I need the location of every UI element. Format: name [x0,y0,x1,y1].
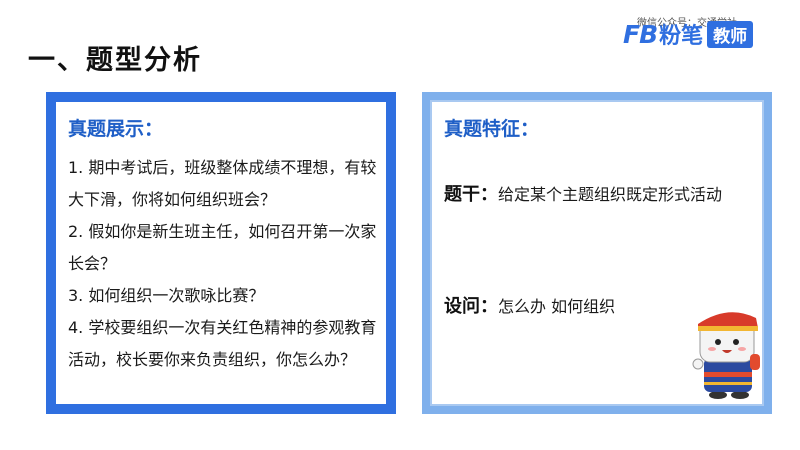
watermark: 微信公众号：交通学社 [637,18,737,29]
questions-panel: 真题展示： 1. 期中考试后，班级整体成绩不理想，有较大下滑，你将如何组织班会？… [46,92,396,414]
logo-brand: 粉笔 [659,24,704,49]
feature-stem-value: 给定某个主题组织既定形式活动 [498,185,723,204]
page-title: 一、题型分析 [28,45,202,76]
feature-stem: 题干：给定某个主题组织既定形式活动 [444,180,754,210]
cartoon-mascot-icon [692,312,760,399]
question-item: 1. 期中考试后，班级整体成绩不理想，有较大下滑，你将如何组织班会？ [68,158,377,209]
brand-logo: FB 粉笔 教师 [623,19,754,49]
question-item: 2. 假如你是新生班主任，如何召开第一次家长会？ [68,222,377,273]
logo-badge: 教师 [707,20,754,48]
questions-list: 1. 期中考试后，班级整体成绩不理想，有较大下滑，你将如何组织班会？ 2. 假如… [68,152,388,376]
feature-ask-value: 怎么办 如何组织 [498,297,616,316]
questions-panel-title: 真题展示： [68,118,164,140]
features-panel-title: 真题特征： [444,118,540,140]
feature-ask: 设问：怎么办 如何组织 [444,292,754,322]
features-panel-inner: 真题特征： 题干：给定某个主题组织既定形式活动 设问：怎么办 如何组织 [430,100,764,406]
feature-ask-key: 设问： [444,296,498,317]
question-item: 3. 如何组织一次歌咏比赛？ [68,286,265,305]
feature-stem-key: 题干： [444,184,498,205]
questions-panel-inner: 真题展示： 1. 期中考试后，班级整体成绩不理想，有较大下滑，你将如何组织班会？… [54,100,388,406]
logo-letters: FB [623,19,658,49]
question-item: 4. 学校要组织一次有关红色精神的参观教育活动，校长要你来负责组织，你怎么办？ [68,318,377,369]
